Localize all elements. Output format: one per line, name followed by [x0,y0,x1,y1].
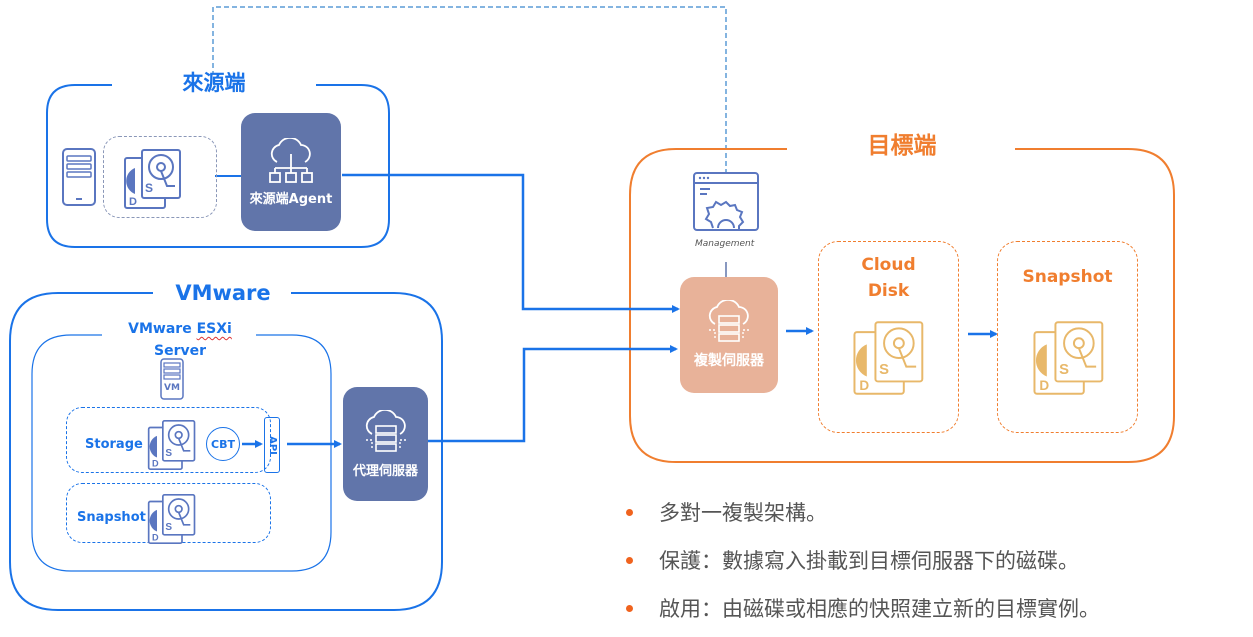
storage-label: Storage [85,437,143,452]
storage-container [66,407,271,473]
bullet-dot-icon [626,556,633,564]
agent-label: 來源端Agent [249,191,333,207]
feature-bullet-list: 多對一複製架構。 保護：數據寫入掛載到目標伺服器下的磁碟。 啟用：由磁碟或相應的… [622,488,1100,632]
vmware-snapshot-label: Snapshot [77,510,146,525]
bullet-item: 啟用：由磁碟或相應的快照建立新的目標實例。 [622,584,1100,632]
proxy-server-node[interactable]: 代理伺服器 [343,387,428,501]
management-dashed-link [212,6,727,172]
api-box: API [264,417,280,473]
svg-text:D: D [152,459,159,469]
disk-pair-icon: D S [124,149,181,209]
management-label: Management [695,239,755,249]
vm-label: VM [164,383,180,393]
target-snapshot-disk-icon: D S [1033,321,1104,395]
cloud-server-icon [708,300,749,342]
replication-server-node[interactable]: 複製伺服器 [680,277,778,393]
agent-to-replication-arrow [342,173,680,313]
target-group-frame [629,148,1175,463]
svg-text:S: S [165,522,172,533]
svg-text:D: D [1039,378,1049,393]
management-console-icon [693,172,759,231]
storage-disk-icon: D S [147,420,196,471]
target-group-title: 目標端 [850,135,954,158]
esxi-title-line2: Server [153,343,206,359]
bullet-dot-icon [626,604,633,612]
cbt-badge: CBT [206,427,240,461]
source-group-title: 來源端 [164,73,264,94]
vm-server-icon [160,358,184,400]
svg-text:D: D [129,196,137,208]
vmware-group-title: VMware [168,283,278,304]
cloud-server-icon [365,409,406,452]
vmware-group-frame [9,292,443,611]
esxi-title-line1: VMware ESXi [128,321,232,337]
cloud-disk-label: Cloud Disk [818,253,959,304]
target-snapshot-container [997,241,1138,433]
api-label: API [266,435,278,455]
svg-text:S: S [1059,362,1069,378]
cloud-disk-container [818,241,959,433]
cloud-disk-line1: Cloud [861,255,916,275]
svg-text:D: D [859,378,869,393]
source-disk-container [103,136,217,218]
bullet-text: 多對一複製架構。 [659,501,827,525]
bullet-item: 保護：數據寫入掛載到目標伺服器下的磁碟。 [622,536,1100,584]
snapshot-disk-icon: D S [147,494,196,544]
source-agent-node[interactable]: 來源端Agent [241,113,341,231]
esxi-group-frame [31,334,332,572]
replication-label: 複製伺服器 [694,353,764,369]
bullet-text: 保護：數據寫入掛載到目標伺服器下的磁碟。 [659,549,1079,573]
cloud-network-icon [269,137,313,183]
bullet-item: 多對一複製架構。 [622,488,1100,536]
svg-text:S: S [145,181,153,195]
cloud-disk-line2: Disk [867,280,910,301]
source-group-frame [46,84,390,248]
cloud-disk-icon: D S [853,321,924,395]
esxi-group-title: VMware ESXi Server [108,318,252,362]
svg-text:D: D [152,533,159,543]
target-snapshot-label: Snapshot [1022,267,1113,287]
svg-text:S: S [165,448,172,459]
server-phone-icon [62,148,96,206]
proxy-to-replication-arrow [428,345,678,443]
bullet-dot-icon [626,508,633,516]
proxy-label: 代理伺服器 [352,463,418,479]
bullet-text: 啟用：由磁碟或相應的快照建立新的目標實例。 [659,597,1100,621]
esxi-spellcheck-word: ESXi [196,321,232,337]
svg-text:S: S [879,362,889,378]
esxi-title-text: VMware ESXi [128,321,232,337]
